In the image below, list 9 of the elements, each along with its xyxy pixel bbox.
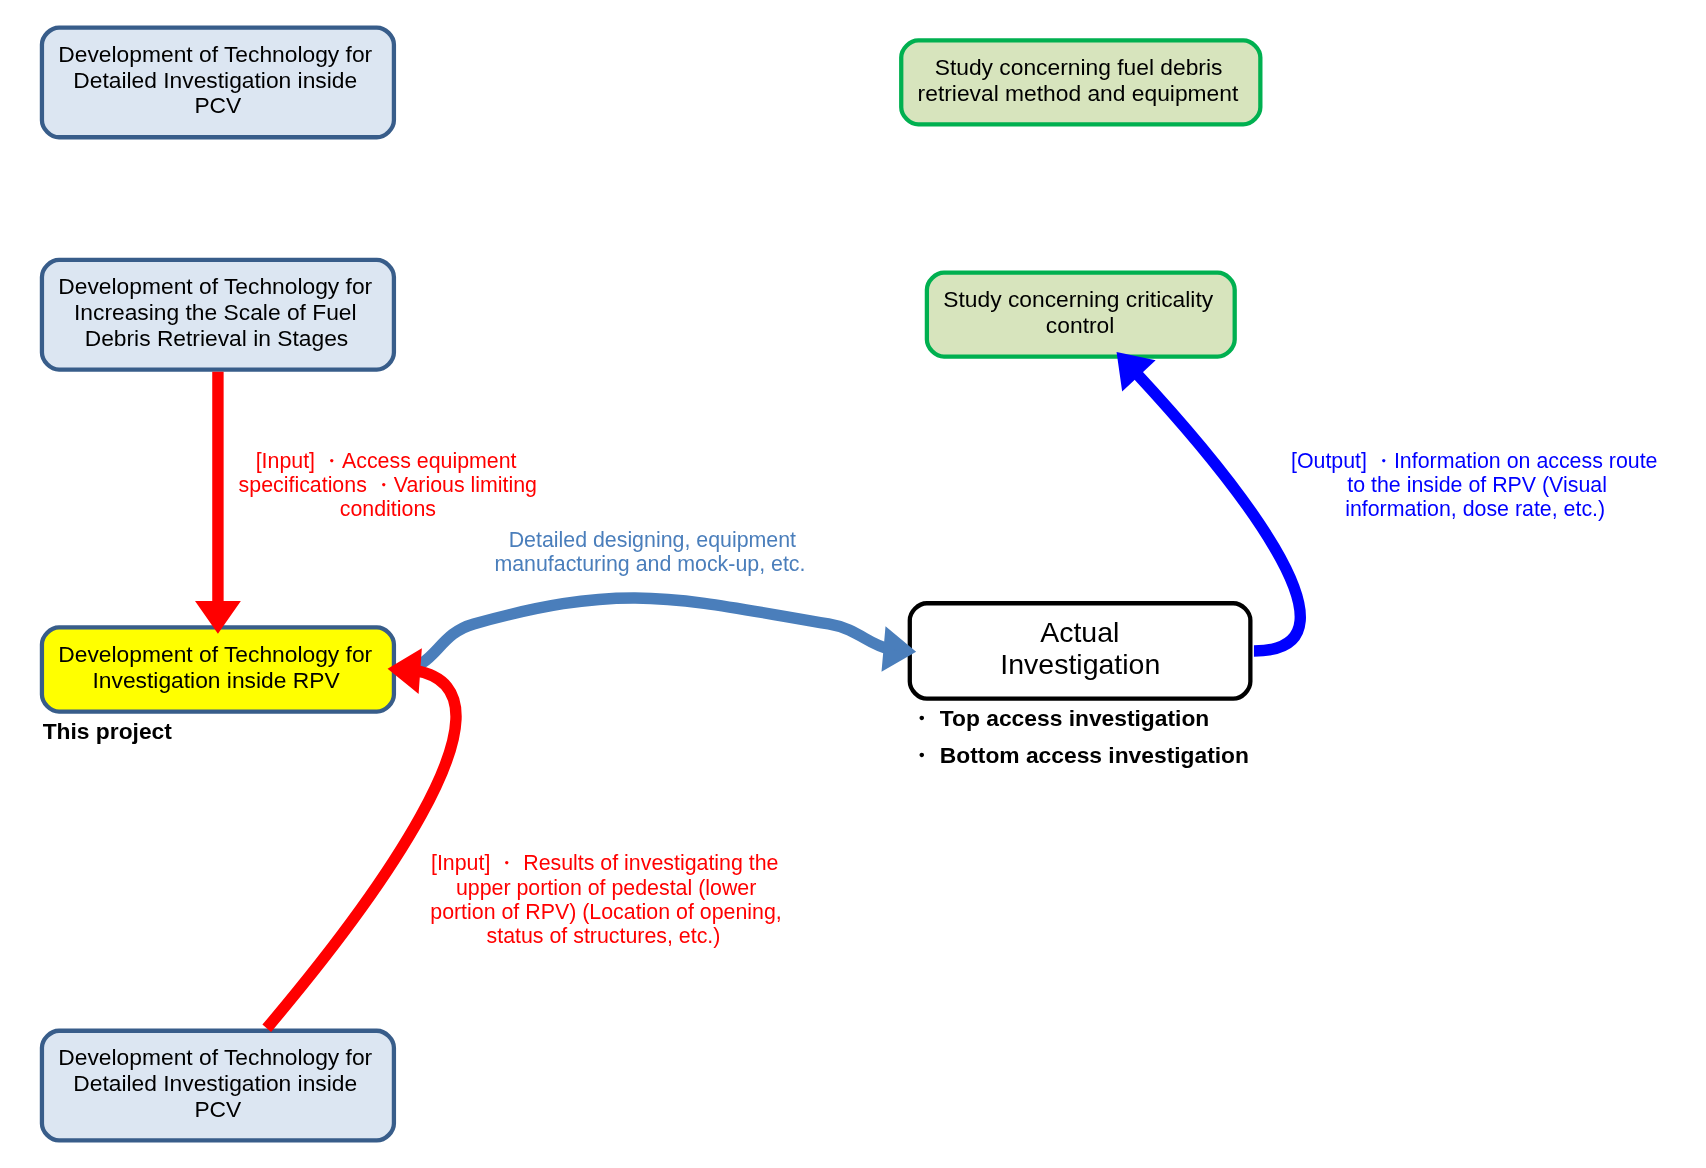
edge-label: [Input] ・ Results of investigating the upper portion of pedestal (lower portion of RPV) (Location of opening, status of structures, etc.) <box>429 851 782 949</box>
node-label: ・ Top access investigation <box>910 705 1209 732</box>
node-label: This project <box>42 718 172 745</box>
node-label: ・ Bottom access investigation <box>910 742 1249 769</box>
edge-label: [Output] ・Information on access route to the inside of RPV (Visual information, dose rate, etc.) <box>1290 448 1657 522</box>
edge-label: [Input] ・Access equipment specifications ・Various limiting conditions <box>238 448 537 522</box>
arrow <box>261 648 461 1032</box>
edge-label: Detailed designing, equipment manufacturing and mock-up, etc. <box>493 527 805 577</box>
arrow <box>194 371 241 634</box>
